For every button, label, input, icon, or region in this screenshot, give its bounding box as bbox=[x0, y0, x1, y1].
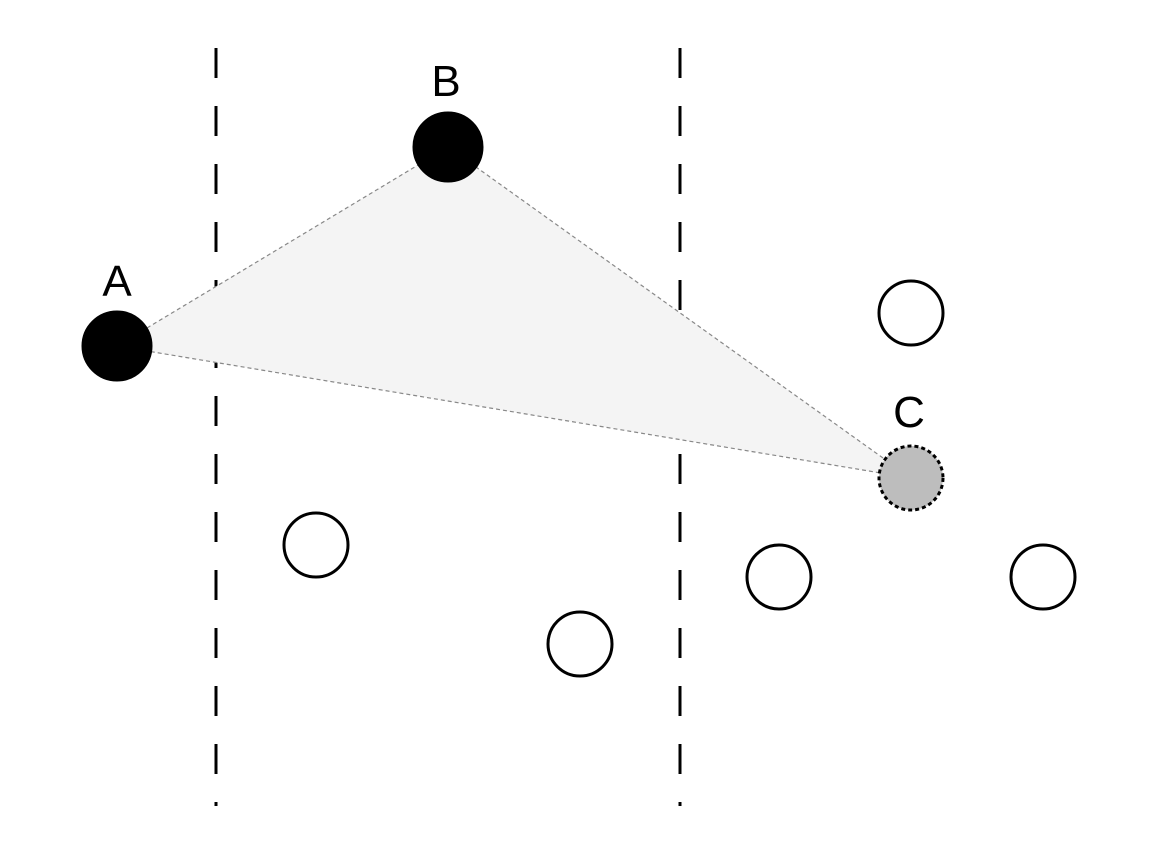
point-b bbox=[412, 111, 484, 183]
plain-point-left-middle bbox=[282, 511, 350, 579]
label-a: A bbox=[102, 257, 132, 306]
point-a bbox=[81, 310, 153, 382]
plain-point-upper-right bbox=[877, 279, 945, 347]
plain-point-far-right bbox=[1009, 543, 1077, 611]
triangle-region-abc bbox=[115, 146, 912, 479]
plain-point-right-middle bbox=[745, 543, 813, 611]
point-c bbox=[877, 444, 945, 512]
label-c: C bbox=[893, 388, 925, 437]
plain-point-center-low bbox=[546, 610, 614, 678]
label-b: B bbox=[431, 57, 460, 106]
